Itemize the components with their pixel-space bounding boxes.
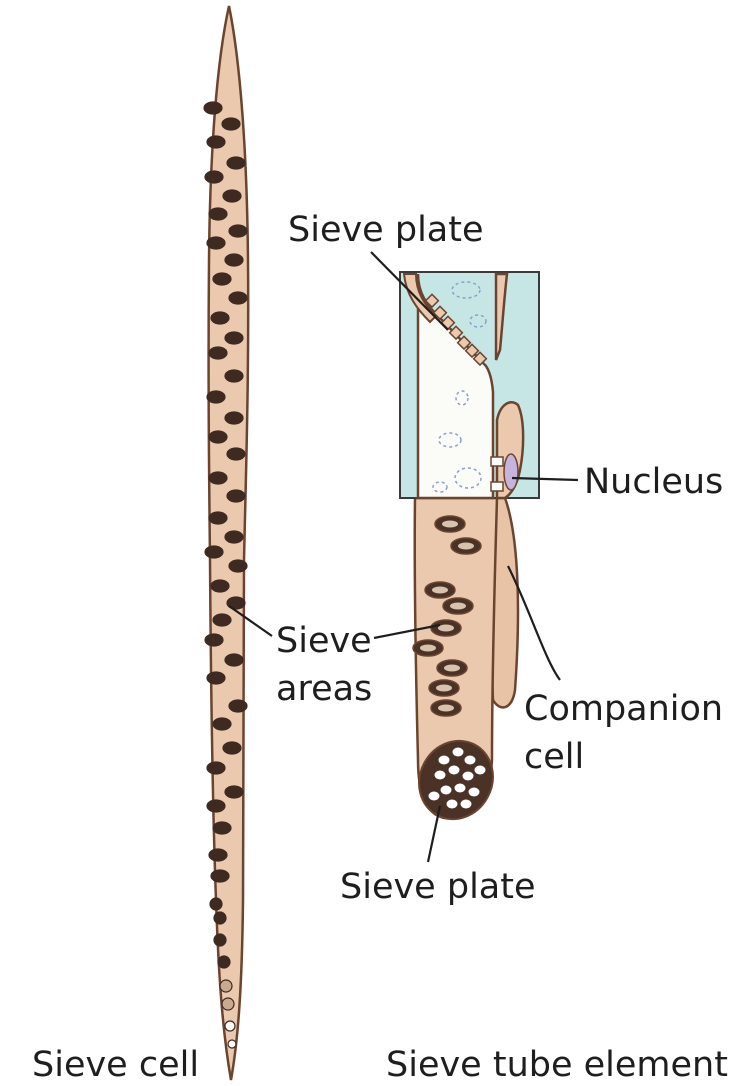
sieve-pore	[438, 705, 454, 712]
sieve-area	[225, 254, 243, 266]
sieve-area	[213, 614, 231, 626]
sieve-cell	[204, 6, 248, 1080]
sieve-area	[211, 312, 229, 324]
sieve-area	[229, 292, 247, 304]
sieve-area	[223, 190, 241, 202]
sieve-area	[220, 980, 232, 992]
sieve-pore	[452, 747, 464, 757]
sieve-area	[207, 672, 225, 684]
sieve-pore	[438, 625, 454, 632]
sieve-area	[211, 870, 229, 882]
sieve-area	[225, 332, 243, 344]
sieve-area	[227, 448, 245, 460]
sieve-area	[214, 912, 226, 924]
sieve-area	[213, 273, 231, 285]
sieve-area	[228, 1040, 236, 1048]
sieve-area	[209, 347, 227, 359]
labels: Sieve plate Nucleus Sieve areas Companio…	[32, 210, 728, 1085]
label-sieve-tube-element: Sieve tube element	[386, 1045, 728, 1085]
label-sieve-areas-line1: Sieve	[276, 621, 372, 661]
sieve-area	[209, 208, 227, 220]
sieve-area	[205, 171, 223, 183]
sieve-pore	[474, 765, 486, 775]
sieve-area	[213, 718, 231, 730]
sieve-pore	[462, 771, 474, 781]
sieve-pore	[420, 645, 436, 652]
sieve-area	[207, 136, 225, 148]
plasmodesma	[491, 457, 503, 466]
sieve-pore	[442, 521, 458, 528]
sieve-area	[210, 898, 222, 910]
sieve-area	[211, 580, 229, 592]
sieve-pore	[450, 603, 466, 610]
sieve-area	[207, 391, 225, 403]
sieve-area	[209, 431, 227, 443]
sieve-pore	[464, 755, 476, 765]
sieve-area	[222, 118, 240, 130]
sieve-area	[225, 412, 243, 424]
sieve-area	[209, 512, 227, 524]
sieve-area	[222, 998, 234, 1010]
label-companion-cell-line1: Companion	[524, 689, 723, 729]
sieve-area	[214, 934, 226, 946]
sieve-pore	[458, 543, 474, 550]
sieve-area	[229, 700, 247, 712]
sieve-area	[225, 654, 243, 666]
sieve-area	[207, 800, 225, 812]
sieve-pore	[446, 799, 458, 809]
sieve-pore	[428, 791, 440, 801]
inset-detail	[400, 272, 539, 498]
sieve-area	[225, 370, 243, 382]
sieve-area	[225, 786, 243, 798]
nucleus	[504, 454, 518, 490]
label-nucleus: Nucleus	[584, 462, 723, 502]
label-sieve-cell: Sieve cell	[32, 1045, 199, 1085]
sieve-pore	[438, 755, 450, 765]
sieve-area	[209, 849, 227, 861]
sieve-area	[229, 560, 247, 572]
sieve-pore	[434, 770, 446, 780]
sieve-area	[229, 225, 247, 237]
label-sieve-areas-line2: areas	[276, 669, 372, 709]
sieve-area	[207, 237, 225, 249]
sieve-tube-element	[405, 498, 518, 832]
label-sieve-plate-top: Sieve plate	[288, 210, 484, 250]
sieve-area	[209, 472, 227, 484]
label-companion-cell-line2: cell	[524, 737, 584, 777]
sieve-pore	[440, 785, 452, 795]
sieve-pore	[468, 787, 480, 797]
sieve-area	[227, 157, 245, 169]
sieve-area	[218, 956, 230, 968]
sieve-pore	[432, 587, 448, 594]
sieve-pore	[448, 765, 460, 775]
sieve-area	[213, 822, 231, 834]
sieve-area	[225, 1021, 235, 1031]
sieve-area	[205, 634, 223, 646]
sieve-area	[205, 546, 223, 558]
sieve-pore	[444, 665, 460, 672]
sieve-pore	[436, 685, 452, 692]
sieve-pore	[454, 783, 466, 793]
label-sieve-plate-bottom: Sieve plate	[340, 867, 536, 907]
sieve-area	[223, 742, 241, 754]
sieve-area	[204, 102, 222, 114]
sieve-area	[227, 490, 245, 502]
plasmodesma	[491, 482, 503, 491]
sieve-area	[207, 762, 225, 774]
sieve-pore	[460, 799, 472, 809]
sieve-area	[225, 531, 243, 543]
